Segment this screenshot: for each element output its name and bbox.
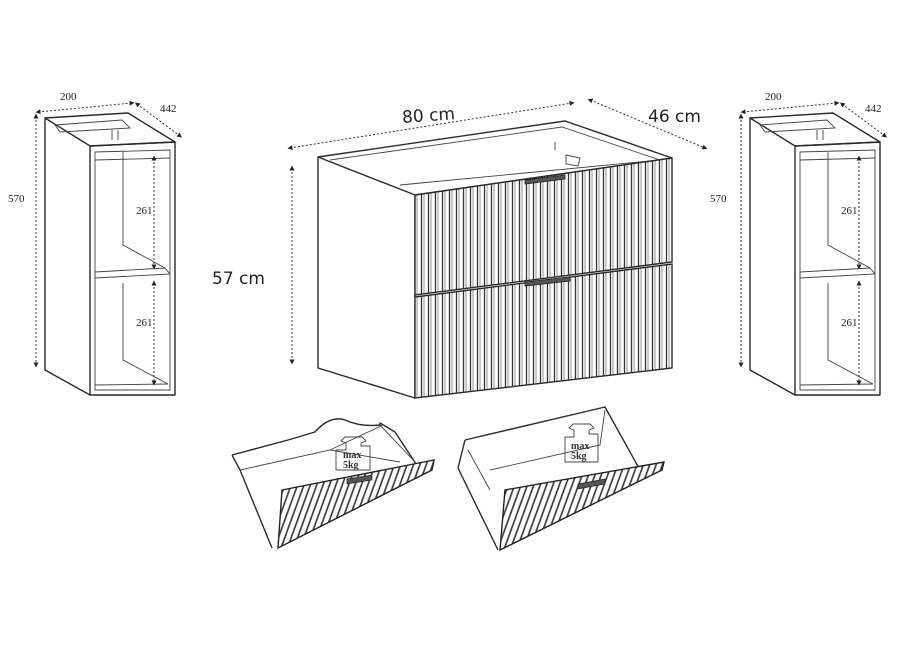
drawer-bottom-open: max 5kg bbox=[457, 406, 665, 552]
shelf-upper-label: 261 bbox=[136, 205, 153, 217]
shelf-lower-label: 261 bbox=[841, 317, 858, 329]
load-value: 5kg bbox=[571, 451, 587, 462]
shelf-upper-label: 261 bbox=[841, 205, 858, 217]
height-label: 570 bbox=[710, 193, 727, 205]
side-cabinet-left: 200 442 570 261 261 bbox=[8, 91, 183, 396]
width-label: 200 bbox=[765, 91, 782, 103]
load-label: max bbox=[343, 450, 361, 461]
shelf-lower-label: 261 bbox=[136, 317, 153, 329]
load-label: max bbox=[571, 441, 589, 452]
height-label: 570 bbox=[8, 193, 25, 205]
depth-label: 442 bbox=[160, 103, 177, 115]
depth-label: 442 bbox=[865, 103, 882, 115]
drawer-top-open: max 5kg bbox=[231, 418, 435, 550]
load-value: 5kg bbox=[343, 460, 359, 471]
width-label: 200 bbox=[60, 91, 77, 103]
vanity-depth-label: 46 cm bbox=[648, 107, 701, 127]
vanity-cabinet: 80 cm 46 cm 57 cm bbox=[212, 98, 708, 399]
drawer-handle-bottom[interactable] bbox=[524, 276, 571, 287]
side-cabinet-right: 200 442 570 261 261 bbox=[710, 91, 888, 396]
vanity-height-label: 57 cm bbox=[212, 269, 265, 289]
drawer-handle-top[interactable] bbox=[524, 174, 566, 185]
vanity-width-label: 80 cm bbox=[401, 104, 455, 128]
